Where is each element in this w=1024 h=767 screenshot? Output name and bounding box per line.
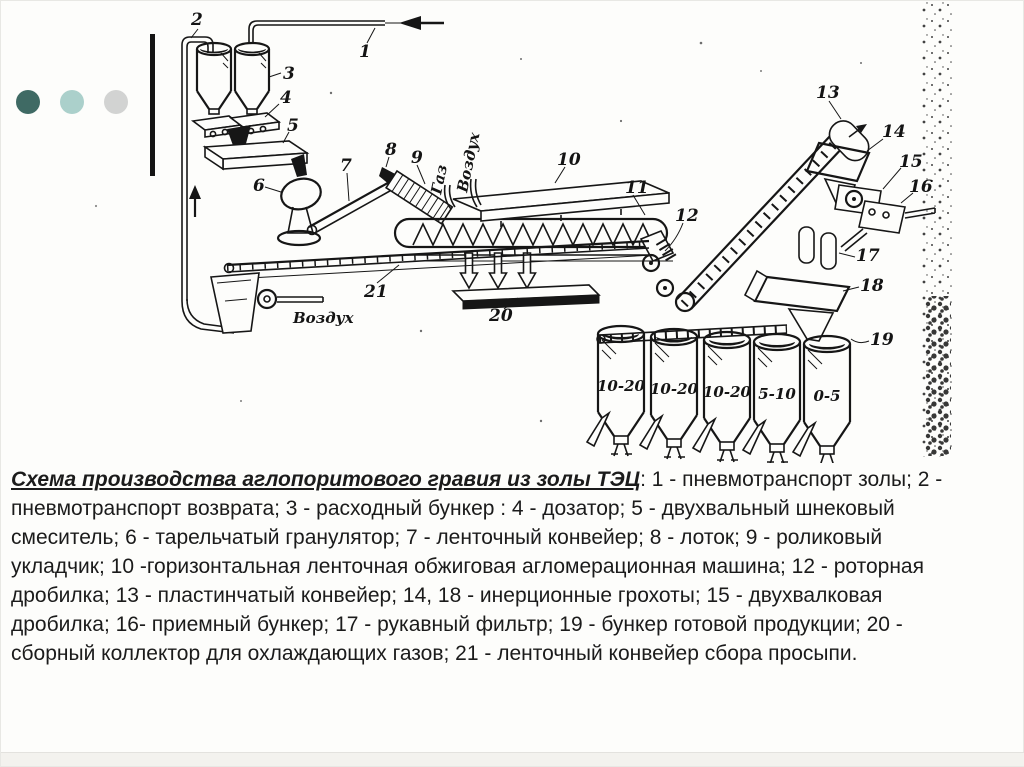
part-label-7: 7 (340, 156, 352, 176)
bin-label: 0-5 (813, 387, 840, 405)
light-teal-dot (60, 90, 84, 114)
rotary-crusher (639, 229, 679, 298)
bin-label: 5-10 (758, 385, 796, 403)
bin-label: 10-20 (650, 380, 699, 398)
bin-label: 10-20 (703, 383, 752, 401)
part-label-9: 9 (411, 148, 423, 168)
return-hopper (210, 272, 260, 334)
part-label-16: 16 (909, 177, 933, 197)
down-flow-arrows-icon (459, 252, 537, 290)
part-label-3: 3 (283, 64, 295, 84)
screw-mixer (202, 140, 310, 177)
part-label-19: 19 (870, 330, 894, 350)
part-label-18: 18 (860, 276, 884, 296)
gas-collector (451, 284, 601, 310)
gray-dot (104, 90, 128, 114)
product-bins: 10-20 10-20 10-20 5-10 0-5 (585, 324, 852, 468)
gas-label: Газ (427, 163, 451, 197)
inertial-screen-lower (743, 269, 851, 342)
dark-teal-dot (16, 90, 40, 114)
pneumo-return-pipe (181, 36, 235, 334)
receiving-hopper (858, 200, 936, 234)
part-label-5: 5 (287, 116, 299, 136)
transfer-arrow-icon (848, 124, 867, 138)
figure-caption: Схема производства аглопоритового гравия… (11, 465, 961, 668)
part-label-14: 14 (882, 122, 906, 142)
part-label-10: 10 (557, 150, 581, 170)
caption-body: : 1 - пневмотранспорт золы; 2 - пневмотр… (11, 468, 943, 665)
accent-dots (16, 90, 128, 114)
plate-conveyor (674, 120, 870, 313)
hood (452, 180, 670, 227)
up-flow-arrow-icon (189, 185, 201, 217)
gas-pipe (443, 184, 456, 210)
part-label-11: 11 (625, 178, 649, 198)
feed-hopper-right (233, 41, 271, 115)
part-label-15: 15 (899, 152, 923, 172)
part-labels: 2 1 3 4 5 6 7 8 9 10 11 12 13 1 (190, 10, 933, 350)
part-label-4: 4 (280, 88, 292, 108)
part-label-21: 21 (363, 282, 388, 302)
accent-bar (150, 34, 155, 176)
spillage-conveyor (223, 239, 654, 280)
disc-granulator (276, 177, 322, 247)
part-label-2: 2 (190, 10, 203, 30)
bin-distribution-chute (596, 324, 788, 344)
part-label-13: 13 (816, 83, 840, 103)
air-blower (256, 288, 324, 310)
sintering-machine (393, 217, 673, 262)
flow-in-arrow-icon (399, 16, 444, 30)
scan-noise (94, 1, 953, 457)
part-label-17: 17 (856, 246, 880, 266)
pneumo-ash-line (248, 16, 444, 43)
roller-layer (385, 169, 454, 225)
feed-hopper-left (195, 41, 233, 115)
bag-filter (798, 226, 868, 270)
part-label-8: 8 (384, 140, 397, 160)
process-diagram: 10-20 10-20 10-20 5-10 0-5 2 (1, 1, 1024, 468)
belt-conveyor (306, 179, 398, 236)
part-label-20: 20 (488, 306, 513, 326)
part-label-6: 6 (253, 176, 265, 196)
air-bottom-label: Воздух (292, 309, 355, 327)
part-label-12: 12 (675, 206, 699, 226)
air-top-label: Воздух (453, 130, 484, 195)
part-label-1: 1 (359, 42, 371, 62)
caption-title: Схема производства аглопоритового гравия… (11, 468, 641, 491)
bin-label: 10-20 (597, 377, 646, 395)
air-pipe (469, 178, 482, 208)
slide-bottom-strip (1, 752, 1024, 766)
